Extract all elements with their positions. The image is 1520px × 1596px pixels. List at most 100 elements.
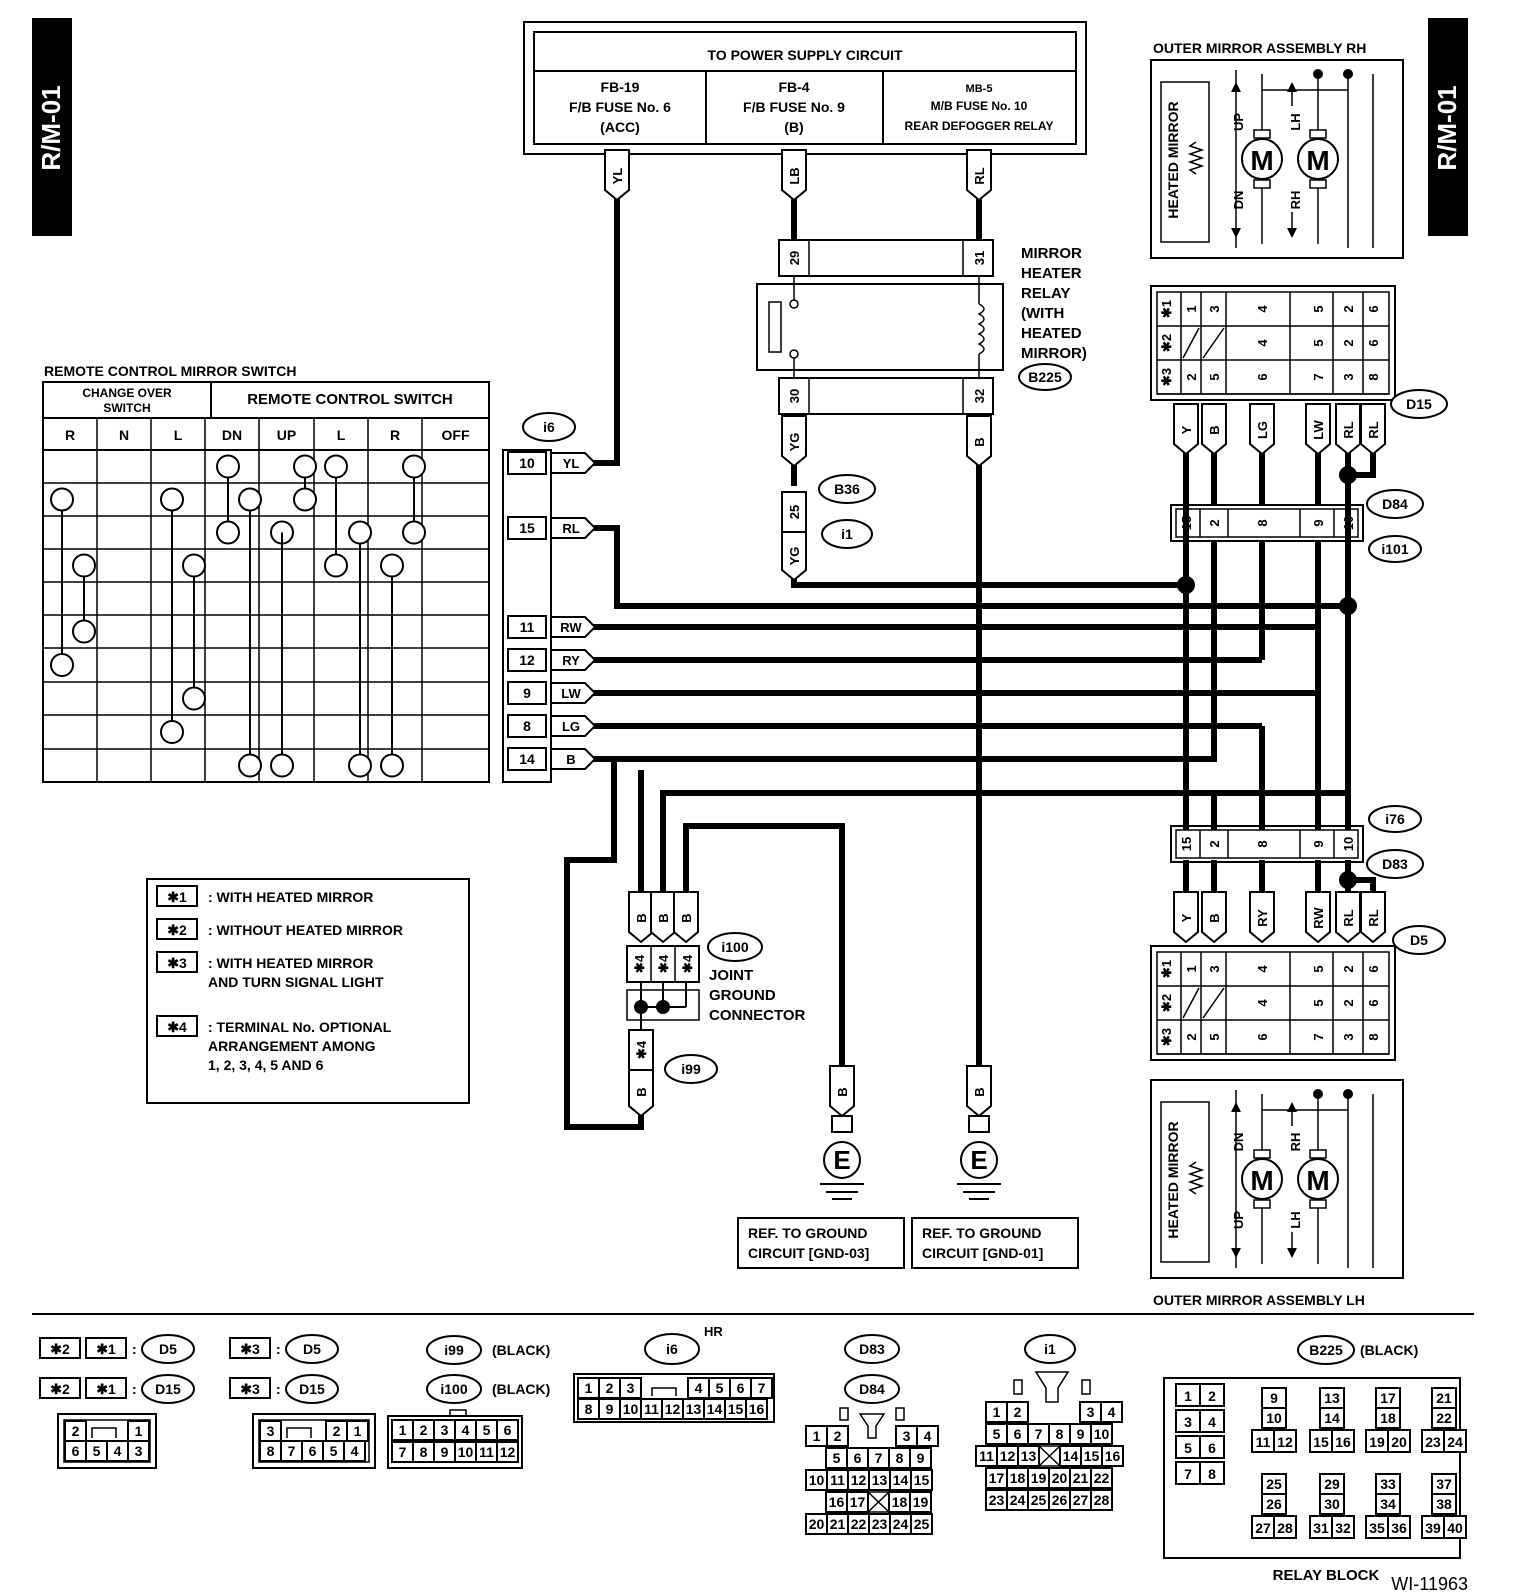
c7-pin-38: 38 (1436, 1496, 1452, 1512)
relay-line-1: MIRROR (1021, 245, 1082, 262)
c6-r1-1: 1 (993, 1404, 1001, 1420)
relay-line-2: HEATER (1021, 265, 1082, 282)
switch-contact (324, 553, 348, 578)
side-tab-left-text: R/M-01 (36, 85, 66, 170)
i6-wire-lg: LG (562, 719, 580, 734)
side-tab-right-text: R/M-01 (1432, 85, 1462, 170)
c5-r2-9: 9 (917, 1450, 925, 1466)
c5-r5-20: 20 (809, 1516, 825, 1532)
c6-r2-7: 7 (1035, 1426, 1043, 1442)
mirror-rh-motor-label-1: M (1306, 145, 1329, 176)
conn-d84-pin-8: 8 (1255, 519, 1270, 526)
conn-d5-r1-4: 4 (1255, 965, 1270, 973)
c7-pin-35: 35 (1369, 1520, 1385, 1536)
c2-k1: ✱3 (240, 1341, 260, 1357)
c6-r1-3: 3 (1087, 1404, 1095, 1420)
c6-n-oval (1024, 1334, 1076, 1364)
ground-ref-box-1 (911, 1217, 1079, 1269)
conn-d83-pin-2: 2 (1207, 840, 1222, 847)
c6-r5-28: 28 (1094, 1492, 1110, 1508)
switch-contact (182, 553, 206, 578)
power-c3-l3: REAR DEFOGGER RELAY (905, 119, 1054, 133)
switch-col-2: L (174, 427, 183, 443)
legend-key-box (156, 918, 198, 940)
c7-pin-11: 11 (1256, 1434, 1271, 1450)
c1-sepb: : (132, 1381, 137, 1397)
i76-label-oval (1368, 805, 1422, 833)
conn-d15-r3-7: 7 (1311, 373, 1326, 380)
i6-wire-yl-tag (550, 452, 597, 474)
i6-label: i6 (543, 419, 555, 435)
i6-wire-rw: RW (560, 620, 582, 635)
c6-r4-17: 17 (989, 1470, 1005, 1486)
c3-bot-12: 12 (500, 1444, 516, 1460)
mirror-rh-heated: HEATED MIRROR (1165, 101, 1181, 218)
conn-d15-r2-2: 2 (1341, 339, 1356, 346)
c7-pin-24: 24 (1447, 1434, 1463, 1450)
relay-line-4: (WITH (1021, 305, 1064, 322)
relay-line-5: HEATED (1021, 325, 1082, 342)
c5-n1: D83 (859, 1341, 885, 1357)
conn-d5-r1-2: 2 (1341, 965, 1356, 972)
c1-k2b: ✱1 (96, 1381, 116, 1397)
c6-r4-19: 19 (1031, 1470, 1047, 1486)
changeover-l2: SWITCH (103, 401, 150, 415)
c7-pin-1: 1 (1184, 1388, 1192, 1404)
conn-d15-r3-2: 2 (1184, 373, 1199, 380)
c3-n1: i99 (444, 1342, 464, 1358)
conn-d15-r1-4: 4 (1255, 305, 1270, 313)
c5-r4-19: 19 (913, 1494, 929, 1510)
c4-top-4: 4 (695, 1380, 703, 1396)
switch-contact (324, 454, 348, 479)
c2-n1-oval (285, 1334, 339, 1364)
conn-d15-mark-3: ✱3 (1159, 368, 1174, 386)
conn-d83-pin-10: 10 (1341, 837, 1356, 851)
c7-pin-13: 13 (1324, 1390, 1340, 1406)
i6-pin-box (507, 451, 547, 475)
legend-text-4-2: 1, 2, 3, 4, 5 AND 6 (208, 1057, 324, 1073)
wire-joint-2-tag (673, 891, 699, 944)
c2-top-1: 1 (354, 1423, 362, 1439)
c1-bot-3: 3 (135, 1443, 143, 1459)
c1-top-1: 1 (135, 1423, 143, 1439)
power-c2-l2: F/B FUSE No. 9 (743, 99, 845, 115)
mirror-lh-heated: HEATED MIRROR (1165, 1121, 1181, 1238)
d84-label: D84 (1382, 496, 1408, 512)
c7-pin-9: 9 (1270, 1390, 1278, 1406)
switch-col-3: DN (222, 427, 242, 443)
i6-pin-box (507, 681, 547, 705)
c4-bot-14: 14 (707, 1401, 723, 1417)
c1-sep: : (132, 1341, 137, 1357)
legend-text-4-1: ARRANGEMENT AMONG (208, 1038, 376, 1054)
conn-d15-r3-8: 8 (1366, 373, 1381, 380)
i6-pin-14: 14 (519, 751, 535, 767)
c3-top-4: 4 (462, 1422, 470, 1438)
c6-r1-2: 2 (1014, 1404, 1022, 1420)
power-c1-l1: FB-19 (601, 79, 640, 95)
c1-n1-oval (141, 1334, 195, 1364)
conn-d15-r1-1: 1 (1184, 305, 1199, 312)
legend-key-box (156, 1015, 198, 1037)
switch-contact (402, 454, 426, 479)
c2-n2: D15 (299, 1381, 325, 1397)
wire-d15-rl-4-tag (1335, 403, 1361, 456)
wire-d5-rl-5-tag (1360, 891, 1386, 944)
switch-contact (216, 520, 240, 545)
c7-pin-7: 7 (1184, 1466, 1192, 1482)
wire-rl-power-tag (966, 149, 992, 202)
c3-bot-7: 7 (399, 1444, 407, 1460)
c7-pin-26: 26 (1266, 1496, 1282, 1512)
switch-col-4: UP (277, 427, 296, 443)
c5-r3-13: 13 (872, 1472, 888, 1488)
c2-bot-7: 7 (288, 1443, 296, 1459)
relay-pin-29: 29 (787, 251, 802, 265)
junction-dots (634, 466, 1357, 1014)
b225-label: B225 (1028, 369, 1062, 385)
c7-pin-39: 39 (1425, 1520, 1441, 1536)
mirror-lh-motor-label-0: M (1250, 1165, 1273, 1196)
